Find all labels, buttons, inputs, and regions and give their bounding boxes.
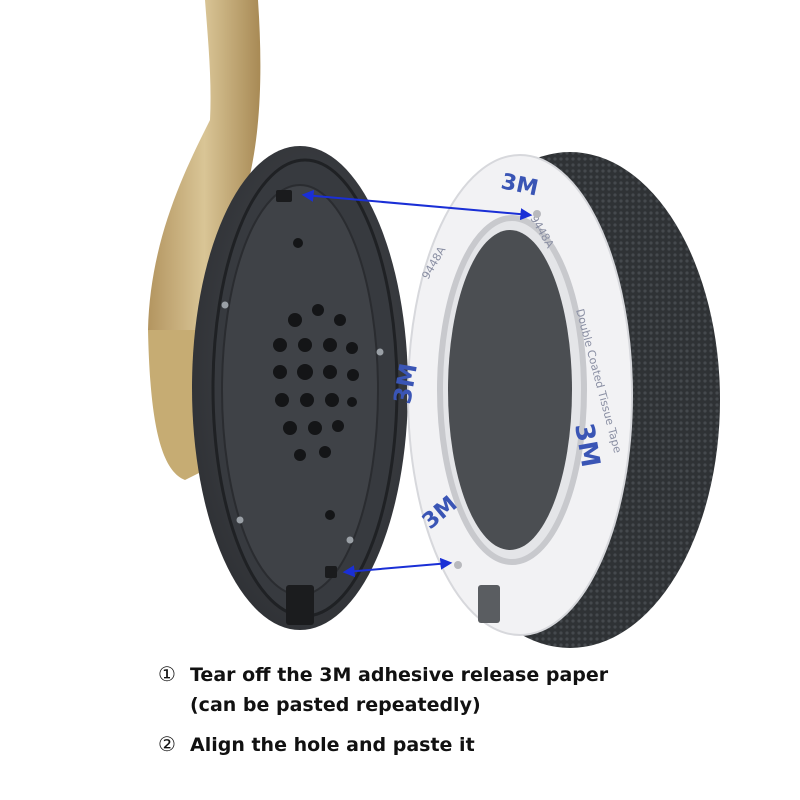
alignment-arrows <box>301 189 533 578</box>
bottom-locating-hole <box>325 566 337 578</box>
step-2-text: Align the hole and paste it <box>190 734 475 756</box>
pad-top-hole <box>533 210 541 218</box>
bottom-clip <box>286 585 314 625</box>
top-alignment-arrow <box>301 189 533 221</box>
step-1-text: Tear off the 3M adhesive release paper <box>190 664 609 686</box>
pad-clip-slot <box>478 585 500 623</box>
step-1-line-1: ① Tear off the 3M adhesive release paper <box>158 662 608 687</box>
step-2: ② Align the hole and paste it <box>158 732 475 757</box>
headband <box>148 0 261 480</box>
step-1-number: ① <box>158 662 176 686</box>
svg-text:3M: 3M <box>388 361 423 406</box>
top-locating-hole <box>276 190 292 202</box>
cup-screws <box>221 301 384 544</box>
step-1-line-2: (can be pasted repeatedly) <box>190 694 481 716</box>
step-2-number: ② <box>158 732 176 756</box>
bottom-alignment-arrow <box>342 557 453 578</box>
pad-bottom-hole <box>454 561 462 569</box>
ear-cup <box>192 146 408 630</box>
ear-pad: 3M 3M 3M 3M 9448A 9448A Double Coated Ti… <box>388 152 720 648</box>
driver-grille <box>273 238 359 520</box>
